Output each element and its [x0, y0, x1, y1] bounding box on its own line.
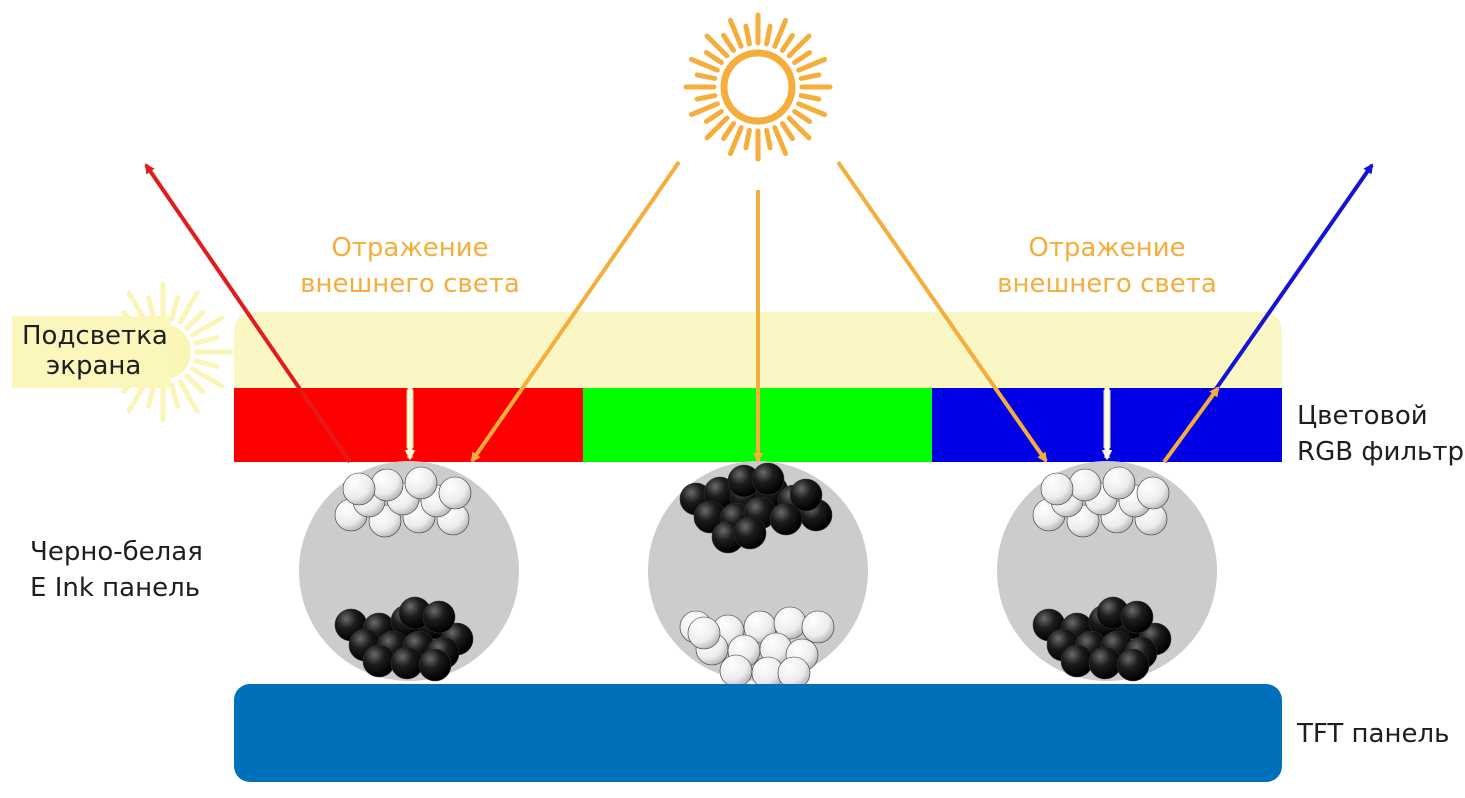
sunlight-ray-right [836, 160, 1048, 463]
sun-ray [694, 93, 718, 102]
eink-capsules [299, 461, 1217, 690]
backlight-label-box [12, 316, 170, 388]
black-particle [1120, 600, 1154, 634]
black-particle [418, 648, 452, 682]
sun-ray [798, 72, 822, 81]
eink-capsule [648, 461, 868, 690]
eink-label-line1: Черно-белая [30, 537, 203, 567]
sun-ray [796, 101, 828, 118]
glow-ray [189, 315, 225, 338]
glow-ray [193, 358, 220, 369]
reflection-right-line1: Отражение [1028, 233, 1185, 263]
sun-ray [688, 101, 720, 118]
sun-ray [779, 121, 795, 142]
white-particle [370, 468, 404, 502]
black-particle [1116, 648, 1150, 682]
sun-ray [772, 17, 789, 49]
sun-ray [743, 23, 752, 47]
glow-ray [189, 366, 225, 389]
white-particle [687, 616, 721, 650]
reflection-left-line1: Отражение [331, 233, 488, 263]
white-particle [1102, 466, 1136, 500]
white-particle [342, 472, 376, 506]
glow-ray [146, 382, 157, 409]
glow-ray [193, 335, 220, 346]
sun-ray [703, 108, 724, 124]
tft-panel [234, 684, 1282, 782]
eink-capsule [299, 461, 519, 682]
sun-ray [704, 115, 730, 141]
black-particle [751, 462, 785, 496]
sun-ray [703, 50, 724, 66]
black-particle [422, 600, 456, 634]
sun-ray [727, 17, 744, 49]
sun-ray [721, 121, 737, 142]
sun-ray [796, 56, 828, 73]
glow-ray [177, 290, 200, 326]
sun-ray [694, 72, 718, 81]
glow-ray [169, 295, 180, 322]
sun-ray [792, 108, 813, 124]
white-particle [1040, 472, 1074, 506]
glow-ray [146, 295, 157, 322]
white-particle [404, 466, 438, 500]
backlight-label-line1: Подсветка [22, 321, 168, 351]
sun-ray [792, 50, 813, 66]
white-particle [801, 610, 835, 644]
sun-ray [779, 32, 795, 53]
sun-ray [786, 115, 812, 141]
white-particle [438, 476, 472, 510]
black-particle [789, 478, 823, 512]
sun-disc [720, 49, 796, 125]
sun-icon [683, 12, 833, 162]
rgb-filter-label-line2: RGB фильтр [1297, 437, 1464, 467]
reflected-sunlight-stub [1162, 386, 1220, 464]
black-particle [362, 644, 396, 678]
sun-ray [798, 93, 822, 102]
glow-ray [169, 382, 180, 409]
rgb-filter-label-line1: Цветовой [1297, 401, 1428, 431]
glow-ray [177, 378, 200, 414]
reflected-red-ray [144, 163, 352, 464]
reflection-left-line2: внешнего света [300, 269, 520, 299]
glow-ray [184, 373, 206, 395]
sun-ray [721, 32, 737, 53]
backlight-label-line2: экрана [46, 351, 141, 381]
black-particle [390, 646, 424, 680]
sunlight-ray-left [470, 160, 681, 463]
white-particle [1136, 476, 1170, 510]
black-particle [1088, 646, 1122, 680]
sun-ray [688, 56, 720, 73]
sun-ray [764, 127, 773, 151]
sun-ray [764, 23, 773, 47]
black-particle [1060, 644, 1094, 678]
white-particle [1068, 468, 1102, 502]
black-particle [733, 516, 767, 550]
reflection-right-line2: внешнего света [997, 269, 1217, 299]
sun-ray [786, 33, 812, 59]
eink-capsule [997, 461, 1217, 682]
glow-ray [184, 309, 206, 331]
sun-ray [704, 33, 730, 59]
eink-label-line2: E Ink панель [30, 573, 200, 603]
light-rays [144, 160, 1374, 464]
tft-label: TFT панель [1296, 719, 1449, 749]
black-particle [769, 502, 803, 536]
sun-ray [727, 125, 744, 157]
white-particle [719, 654, 753, 688]
sun-ray [772, 125, 789, 157]
sun-ray [743, 127, 752, 151]
